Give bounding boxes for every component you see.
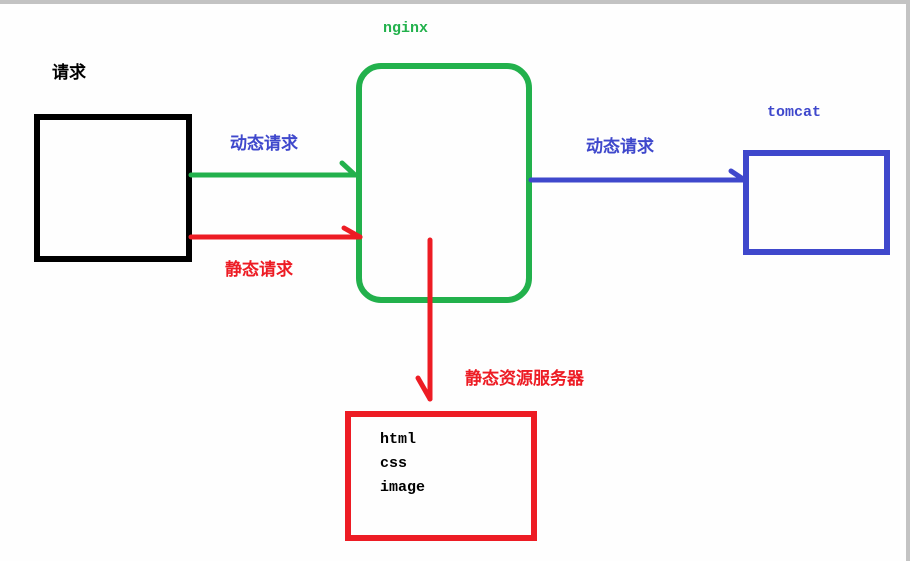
window-right-border <box>906 0 910 561</box>
static-resource-item: css <box>380 455 408 472</box>
tomcat-box <box>743 150 890 255</box>
static-resource-item: image <box>380 479 426 496</box>
static-resource-item: html <box>380 431 417 448</box>
tomcat-label: tomcat <box>767 104 822 121</box>
static-server-label: 静态资源服务器 <box>465 369 584 389</box>
window-top-border <box>0 0 910 4</box>
static-request-label: 静态请求 <box>225 260 293 280</box>
static-resource-list: html css image <box>380 428 425 500</box>
dynamic-request-label: 动态请求 <box>230 134 298 154</box>
tomcat-dynamic-request-label: 动态请求 <box>586 137 654 157</box>
static-request-arrow <box>188 225 363 240</box>
nginx-to-static-arrow <box>415 237 433 402</box>
nginx-to-tomcat-arrow <box>528 168 748 183</box>
static-server-box <box>345 411 537 541</box>
client-label: 请求 <box>52 63 86 83</box>
client-box <box>34 114 192 262</box>
nginx-label: nginx <box>383 20 429 37</box>
nginx-box <box>356 63 532 303</box>
dynamic-request-arrow <box>188 160 360 178</box>
